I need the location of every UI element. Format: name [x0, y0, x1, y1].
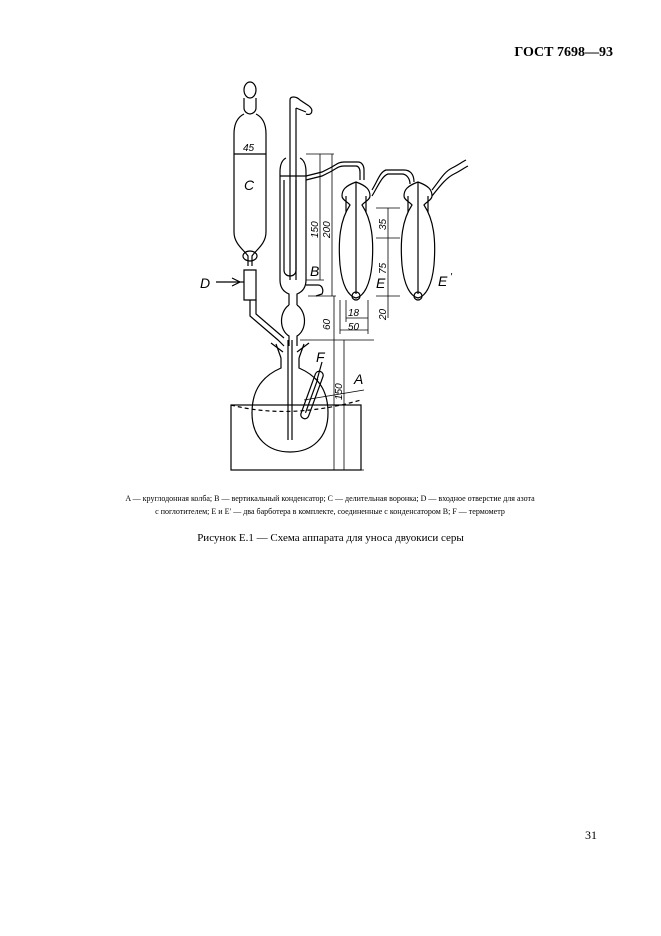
label-e-prime: E	[438, 273, 448, 289]
separating-funnel	[243, 98, 257, 115]
dim-150-flask: 150	[334, 383, 345, 400]
label-a: A	[353, 371, 363, 387]
dim-35: 35	[378, 218, 389, 230]
label-c: C	[244, 177, 255, 193]
apparatus-diagram: C B D E E ' F A 45 150 200 35 75 18 50 2…	[200, 81, 469, 471]
legend-line-2: с поглотителем; E и E′ — два барботера в…	[155, 507, 505, 516]
dim-60: 60	[322, 318, 333, 330]
label-f: F	[316, 349, 326, 365]
page-number: 31	[585, 828, 597, 842]
dim-150-condenser: 150	[310, 221, 321, 238]
dim-20: 20	[378, 308, 389, 321]
dim-18: 18	[348, 308, 360, 319]
round-bottom-flask	[251, 358, 329, 453]
label-d: D	[200, 275, 210, 291]
dim-45: 45	[243, 143, 255, 154]
label-e: E	[376, 275, 386, 291]
label-b: B	[310, 263, 319, 279]
figure-legend: A — круглодонная колба; B — вертикальный…	[60, 492, 600, 518]
label-e-prime-mark: '	[450, 272, 453, 283]
legend-line-1: A — круглодонная колба; B — вертикальный…	[125, 494, 535, 503]
vertical-condenser	[279, 157, 290, 305]
bubbler-e-prime	[400, 181, 436, 299]
document-header: ГОСТ 7698—93	[514, 45, 613, 60]
figure-caption: Рисунок Е.1 — Схема аппарата для уноса д…	[197, 532, 464, 544]
dim-50: 50	[348, 322, 360, 333]
thermometer	[300, 370, 324, 420]
water-bath	[230, 404, 362, 471]
bubbler-e	[338, 181, 374, 299]
dim-75: 75	[378, 262, 389, 274]
dim-200: 200	[322, 221, 333, 239]
